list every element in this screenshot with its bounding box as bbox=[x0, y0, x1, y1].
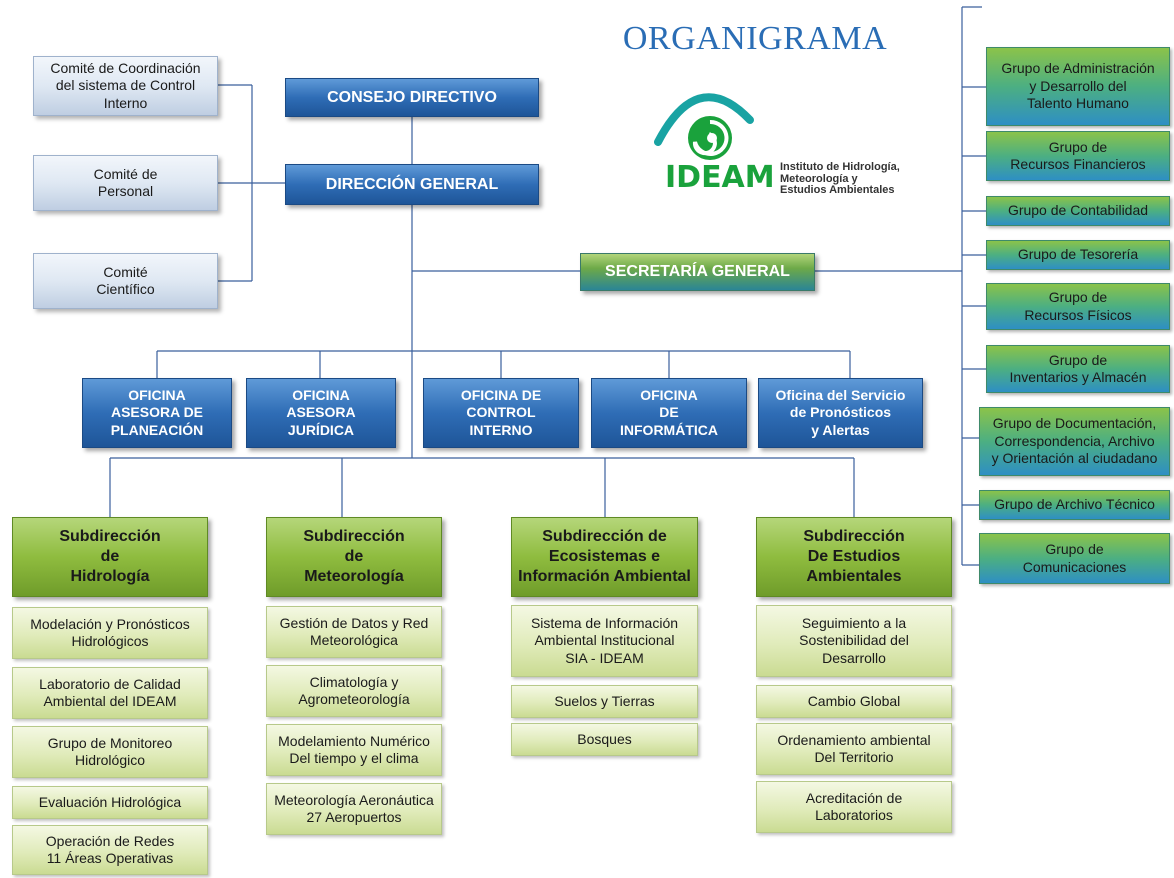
office-pronosticos[interactable]: Oficina del Servicio de Pronósticos y Al… bbox=[758, 378, 923, 448]
unit-laboratorio-calidad[interactable]: Laboratorio de Calidad Ambiental del IDE… bbox=[12, 667, 208, 719]
unit-ordenamiento-territorio[interactable]: Ordenamiento ambiental Del Territorio bbox=[756, 723, 952, 775]
unit-modelamiento-numerico[interactable]: Modelamiento Numérico Del tiempo y el cl… bbox=[266, 724, 442, 776]
logo-subtitle: Instituto de Hidrología, Meteorología y … bbox=[780, 161, 900, 197]
subdireccion-hidrologia[interactable]: Subdirección de Hidrología bbox=[12, 517, 208, 597]
committee-control-interno[interactable]: Comité de Coordinación del sistema de Co… bbox=[33, 56, 218, 116]
unit-bosques[interactable]: Bosques bbox=[511, 723, 698, 756]
group-documentacion[interactable]: Grupo de Documentación, Correspondencia,… bbox=[979, 407, 1170, 476]
office-control-interno[interactable]: OFICINA DE CONTROL INTERNO bbox=[423, 378, 579, 448]
unit-suelos-tierras[interactable]: Suelos y Tierras bbox=[511, 685, 698, 718]
subdireccion-meteorologia[interactable]: Subdirección de Meteorología bbox=[266, 517, 442, 597]
direccion-general-box[interactable]: DIRECCIÓN GENERAL bbox=[285, 164, 539, 205]
office-planeacion[interactable]: OFICINA ASESORA DE PLANEACIÓN bbox=[82, 378, 232, 448]
unit-gestion-datos[interactable]: Gestión de Datos y Red Meteorológica bbox=[266, 606, 442, 658]
unit-cambio-global[interactable]: Cambio Global bbox=[756, 685, 952, 718]
group-talento-humano[interactable]: Grupo de Administración y Desarrollo del… bbox=[986, 47, 1170, 126]
unit-climatologia[interactable]: Climatología y Agrometeorología bbox=[266, 665, 442, 717]
consejo-directivo-box[interactable]: CONSEJO DIRECTIVO bbox=[285, 78, 539, 117]
subdireccion-estudios-ambientales[interactable]: Subdirección De Estudios Ambientales bbox=[756, 517, 952, 597]
chart-title: ORGANIGRAMA bbox=[622, 20, 888, 57]
committee-personal[interactable]: Comité de Personal bbox=[33, 155, 218, 211]
unit-sistema-informacion[interactable]: Sistema de Información Ambiental Institu… bbox=[511, 605, 698, 677]
office-informatica[interactable]: OFICINA DE INFORMÁTICA bbox=[591, 378, 747, 448]
group-inventarios-almacen[interactable]: Grupo de Inventarios y Almacén bbox=[986, 345, 1170, 393]
group-recursos-financieros[interactable]: Grupo de Recursos Financieros bbox=[986, 131, 1170, 181]
unit-modelacion-pronosticos[interactable]: Modelación y Pronósticos Hidrológicos bbox=[12, 607, 208, 659]
secretaria-general-box[interactable]: SECRETARÍA GENERAL bbox=[580, 253, 815, 291]
group-comunicaciones[interactable]: Grupo de Comunicaciones bbox=[979, 533, 1170, 584]
unit-meteorologia-aeronautica[interactable]: Meteorología Aeronáutica 27 Aeropuertos bbox=[266, 783, 442, 835]
committee-cientifico[interactable]: Comité Científico bbox=[33, 253, 218, 309]
group-tesoreria[interactable]: Grupo de Tesorería bbox=[986, 240, 1170, 270]
ideam-swirl-logo-icon bbox=[654, 93, 754, 160]
unit-acreditacion-laboratorios[interactable]: Acreditación de Laboratorios bbox=[756, 781, 952, 833]
office-juridica[interactable]: OFICINA ASESORA JURÍDICA bbox=[246, 378, 396, 448]
group-contabilidad[interactable]: Grupo de Contabilidad bbox=[986, 196, 1170, 226]
group-archivo-tecnico[interactable]: Grupo de Archivo Técnico bbox=[979, 490, 1170, 520]
subdireccion-ecosistemas[interactable]: Subdirección de Ecosistemas e Informació… bbox=[511, 517, 698, 597]
logo-name: IDEAM bbox=[665, 160, 775, 195]
unit-monitoreo-hidrologico[interactable]: Grupo de Monitoreo Hidrológico bbox=[12, 726, 208, 778]
unit-operacion-redes[interactable]: Operación de Redes 11 Áreas Operativas bbox=[12, 825, 208, 875]
unit-evaluacion-hidrologica[interactable]: Evaluación Hidrológica bbox=[12, 786, 208, 819]
unit-seguimiento-sostenibilidad[interactable]: Seguimiento a la Sostenibilidad del Desa… bbox=[756, 605, 952, 677]
group-recursos-fisicos[interactable]: Grupo de Recursos Físicos bbox=[986, 283, 1170, 330]
